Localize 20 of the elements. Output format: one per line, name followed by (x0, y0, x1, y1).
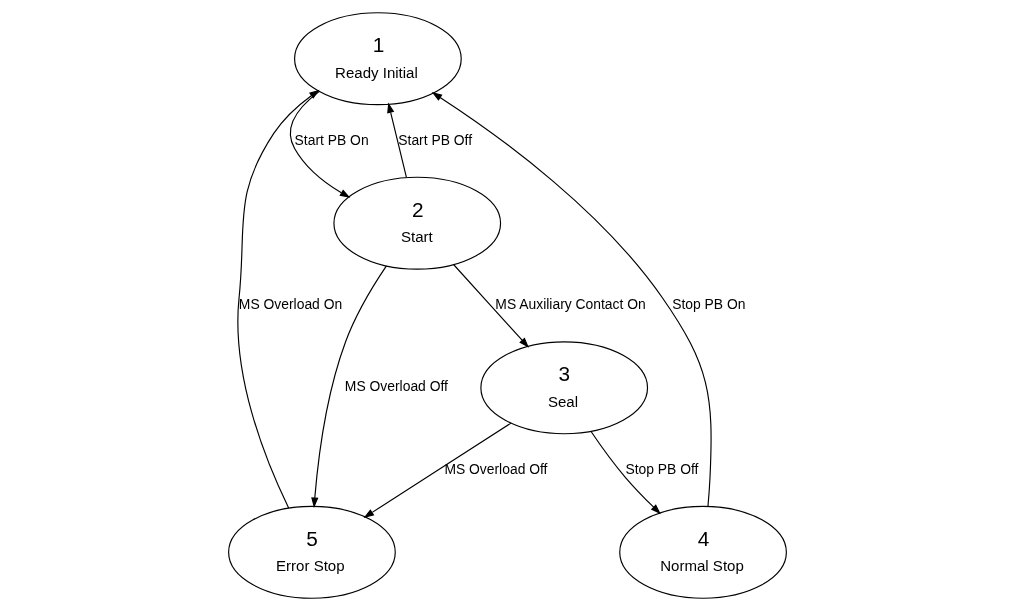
node-ellipse: 3 Seal (479, 341, 648, 435)
edge-label: MS Overload Off (443, 460, 547, 477)
edge-label: MS Auxiliary Contact On (494, 296, 646, 313)
node-ellipse: 1 Ready Initial (293, 12, 462, 106)
edge-label: Start PB Off (397, 131, 472, 148)
node-ellipse: 2 Start (332, 176, 501, 270)
arrow (236, 89, 320, 509)
arrow (363, 422, 512, 518)
edge-label: MS Overload On (238, 296, 342, 313)
arrow (431, 92, 712, 508)
edge-label: Start PB On (294, 131, 369, 148)
arrow (386, 102, 407, 178)
arrow (289, 91, 350, 198)
node-ellipse: 5 Error Stop (227, 505, 396, 599)
edge-label: Stop PB Off (624, 460, 698, 477)
edge-label: Stop PB On (671, 296, 745, 313)
arrow (310, 265, 387, 508)
edge-label: MS Overload Off (344, 378, 448, 395)
arrow (452, 263, 529, 348)
arrow (589, 430, 661, 515)
